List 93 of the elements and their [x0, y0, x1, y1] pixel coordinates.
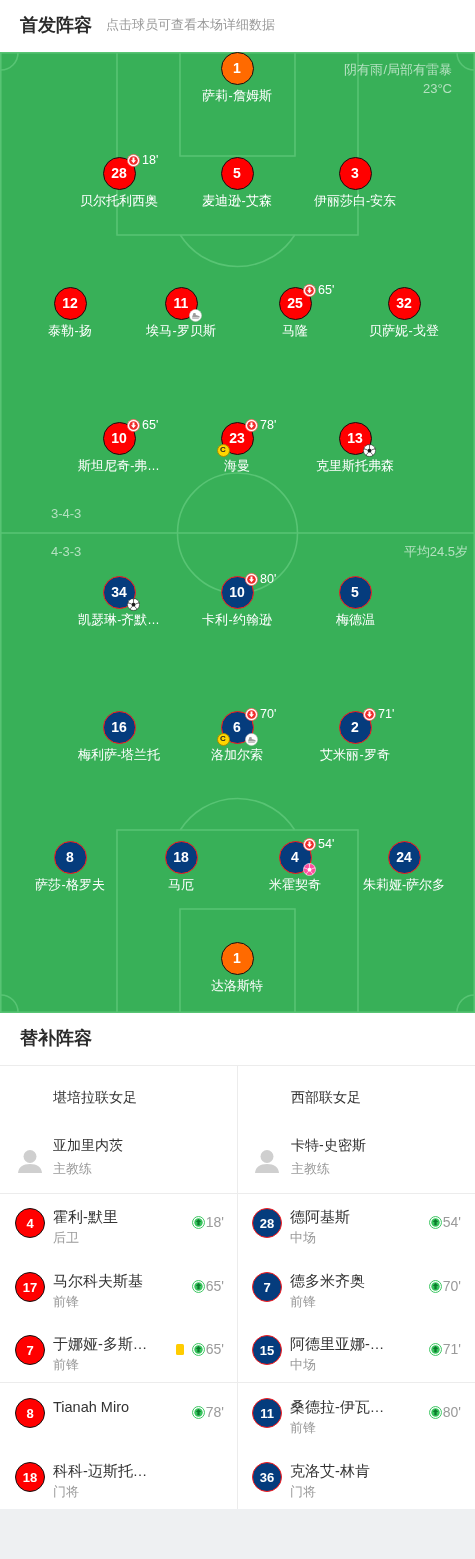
- substitution-time: 65': [142, 417, 159, 433]
- player-name: 马隆: [282, 323, 308, 339]
- player-name: 萨莉-詹姆斯: [202, 88, 272, 104]
- formation-label: 3-4-3: [51, 505, 82, 523]
- player-position: 门将: [53, 1483, 79, 1501]
- player-name: 朱莉娅-萨尔多: [362, 877, 446, 893]
- team-name: 西部联女足: [291, 1088, 361, 1107]
- player-marker: 28: [102, 156, 136, 190]
- player-position: 前锋: [53, 1293, 79, 1311]
- player-marker: 34: [102, 575, 136, 609]
- player-marker: 10: [220, 575, 254, 609]
- coach-name: 卡特-史密斯: [291, 1136, 366, 1155]
- player-position: 中场: [290, 1356, 316, 1374]
- average-age-label: 平均24.5岁: [403, 543, 468, 561]
- player-name: 萨莎-格罗夫: [35, 877, 105, 893]
- section-title: 首发阵容: [20, 14, 92, 37]
- substitution-time: 65': [205, 1340, 224, 1358]
- player-name: 麦迪逊-艾森: [202, 193, 272, 209]
- substitution-time: 70': [260, 706, 277, 722]
- player-marker: 13: [338, 421, 372, 455]
- football-pitch: [0, 52, 475, 1013]
- player-name: 克洛艾-林肯: [290, 1462, 370, 1481]
- formation-label: 4-3-3: [51, 543, 82, 561]
- player-name: 埃马-罗贝斯: [146, 323, 216, 339]
- player-marker: 3: [338, 156, 372, 190]
- substitution-time: 54': [318, 836, 335, 852]
- substitution-time: 80': [260, 571, 277, 587]
- player-name: 科科-迈斯托…: [53, 1462, 148, 1481]
- team-name: 堪培拉联女足: [53, 1088, 137, 1107]
- player-marker: 16: [102, 710, 136, 744]
- player-marker: 18: [164, 840, 198, 874]
- player-name: 斯坦尼奇-弗…: [78, 458, 160, 474]
- player-name: 梅利萨-塔兰托: [77, 747, 161, 763]
- player-marker: 8: [53, 840, 87, 874]
- player-marker: 1: [220, 941, 254, 975]
- player-name: Tianah Miro: [53, 1398, 130, 1417]
- player-name: 艾米丽-罗奇: [320, 747, 390, 763]
- player-name: 米霍契奇: [269, 877, 321, 893]
- temperature-text: 23°C: [422, 80, 452, 98]
- substitution-time: 78': [205, 1403, 224, 1421]
- substitution-time: 65': [318, 282, 335, 298]
- player-name: 德阿基斯: [290, 1208, 350, 1227]
- weather-text: 阴有雨/局部有雷暴: [344, 61, 452, 79]
- player-marker: 25: [278, 286, 312, 320]
- player-name: 梅德温: [335, 612, 375, 628]
- substitution-time: 70': [442, 1277, 461, 1295]
- player-name: 贝萨妮-戈登: [369, 323, 439, 339]
- section-title: 替补阵容: [20, 1027, 92, 1050]
- player-name: 伊丽莎白-安东: [313, 193, 397, 209]
- substitution-time: 78': [260, 417, 277, 433]
- player-position: 前锋: [290, 1419, 316, 1437]
- substitution-time: 71': [378, 706, 395, 722]
- player-name: 霍利-默里: [53, 1208, 118, 1227]
- player-marker: 2: [338, 710, 372, 744]
- player-marker: 32: [387, 286, 421, 320]
- player-position: 中场: [290, 1229, 316, 1247]
- player-name: 海曼: [224, 458, 250, 474]
- captain-marker: C: [216, 732, 230, 746]
- player-position: 前锋: [53, 1356, 79, 1374]
- captain-marker: C: [216, 443, 230, 457]
- substitution-time: 18': [205, 1213, 224, 1231]
- coach-role: 主教练: [53, 1160, 92, 1178]
- substitution-time: 54': [442, 1213, 461, 1231]
- player-name: 马尔科夫斯基: [53, 1272, 143, 1291]
- hint-text: 点击球员可查看本场详细数据: [106, 16, 275, 34]
- player-position: 前锋: [290, 1293, 316, 1311]
- player-name: 达洛斯特: [211, 978, 263, 994]
- player-marker: 11: [164, 286, 198, 320]
- player-position: 门将: [290, 1483, 316, 1501]
- player-name: 洛加尔索: [211, 747, 263, 763]
- coach-name: 亚加里内茨: [53, 1136, 123, 1155]
- player-name: 凯瑟琳-齐默…: [78, 612, 160, 628]
- substitution-time: 65': [205, 1277, 224, 1295]
- player-name: 桑德拉-伊瓦…: [290, 1398, 385, 1417]
- player-marker: 1: [220, 51, 254, 85]
- substitution-time: 80': [442, 1403, 461, 1421]
- player-marker: 24: [387, 840, 421, 874]
- player-name: 泰勒-扬: [48, 323, 92, 339]
- player-marker: 5: [338, 575, 372, 609]
- substitution-time: 71': [442, 1340, 461, 1358]
- player-name: 德多米齐奥: [290, 1272, 365, 1291]
- player-name: 卡利-约翰逊: [202, 612, 272, 628]
- player-name: 克里斯托弗森: [316, 458, 394, 474]
- player-marker: 5: [220, 156, 254, 190]
- coach-role: 主教练: [291, 1160, 330, 1178]
- player-marker: 12: [53, 286, 87, 320]
- player-position: 后卫: [53, 1229, 79, 1247]
- player-name: 于娜娅-多斯…: [53, 1335, 148, 1354]
- player-name: 马厄: [168, 877, 194, 893]
- player-name: 贝尔托利西奥: [80, 193, 158, 209]
- player-name: 阿德里亚娜-…: [290, 1335, 385, 1354]
- substitution-time: 18': [142, 152, 159, 168]
- player-marker: 10: [102, 421, 136, 455]
